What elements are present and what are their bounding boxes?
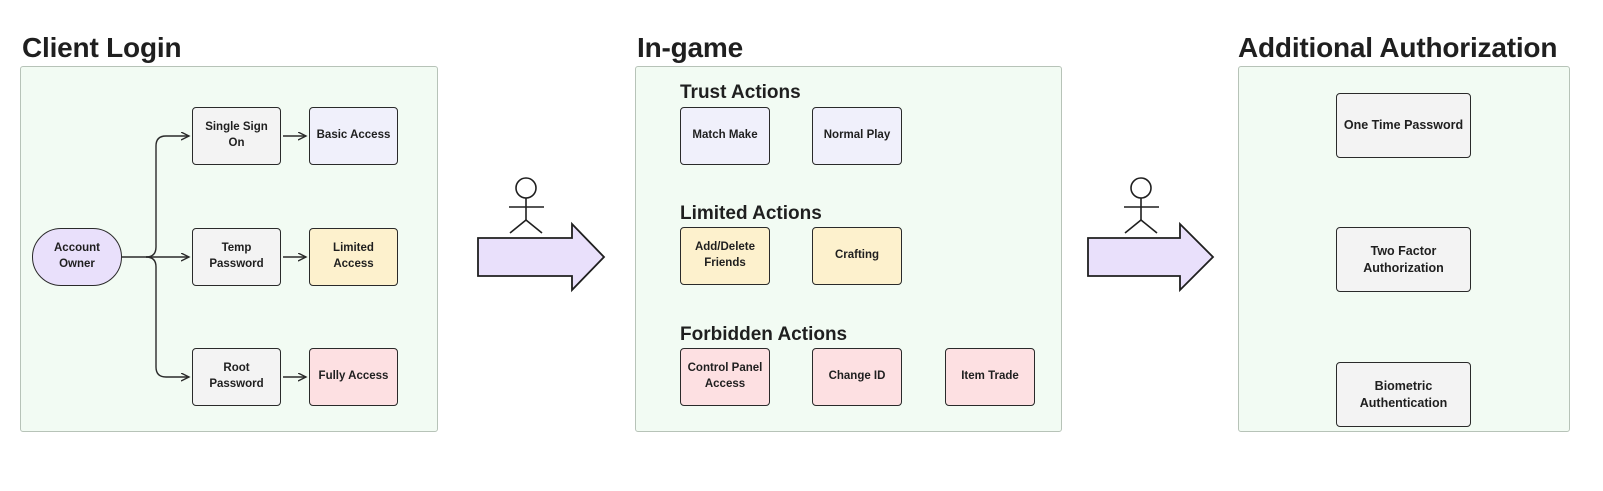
one-time-password-node: One Time Password — [1336, 93, 1471, 158]
biometric-authentication-node: Biometric Authentication — [1336, 362, 1471, 427]
arrow-icon — [145, 256, 189, 377]
change-id-node: Change ID — [812, 348, 902, 406]
trust-actions-label: Trust Actions — [680, 82, 801, 103]
big-arrow-icon — [1087, 221, 1215, 293]
actor-icon — [1124, 177, 1159, 234]
root-password-node: Root Password — [192, 348, 281, 406]
single-sign-on-node: Single Sign On — [192, 107, 281, 165]
basic-access-node: Basic Access — [309, 107, 398, 165]
crafting-node: Crafting — [812, 227, 902, 285]
control-panel-access-node: Control Panel Access — [680, 348, 770, 406]
client-login-title: Client Login — [22, 32, 182, 63]
item-trade-node: Item Trade — [945, 348, 1035, 406]
normal-play-node: Normal Play — [812, 107, 902, 165]
add-delete-friends-node: Add/Delete Friends — [680, 227, 770, 285]
account-owner-branches — [122, 136, 306, 377]
temp-password-node: Temp Password — [192, 228, 281, 286]
actor-icon — [509, 177, 544, 234]
forbidden-actions-label: Forbidden Actions — [680, 324, 848, 345]
account-owner-node: Account Owner — [32, 228, 122, 286]
match-make-node: Match Make — [680, 107, 770, 165]
additional-authorization-title: Additional Authorization — [1238, 32, 1558, 63]
in-game-title: In-game — [637, 32, 743, 63]
fully-access-node: Fully Access — [309, 348, 398, 406]
big-arrow-icon — [477, 221, 606, 293]
limited-actions-label: Limited Actions — [680, 203, 822, 224]
two-factor-authorization-node: Two Factor Authorization — [1336, 227, 1471, 292]
limited-access-node: Limited Access — [309, 228, 398, 286]
arrow-icon — [145, 136, 189, 258]
